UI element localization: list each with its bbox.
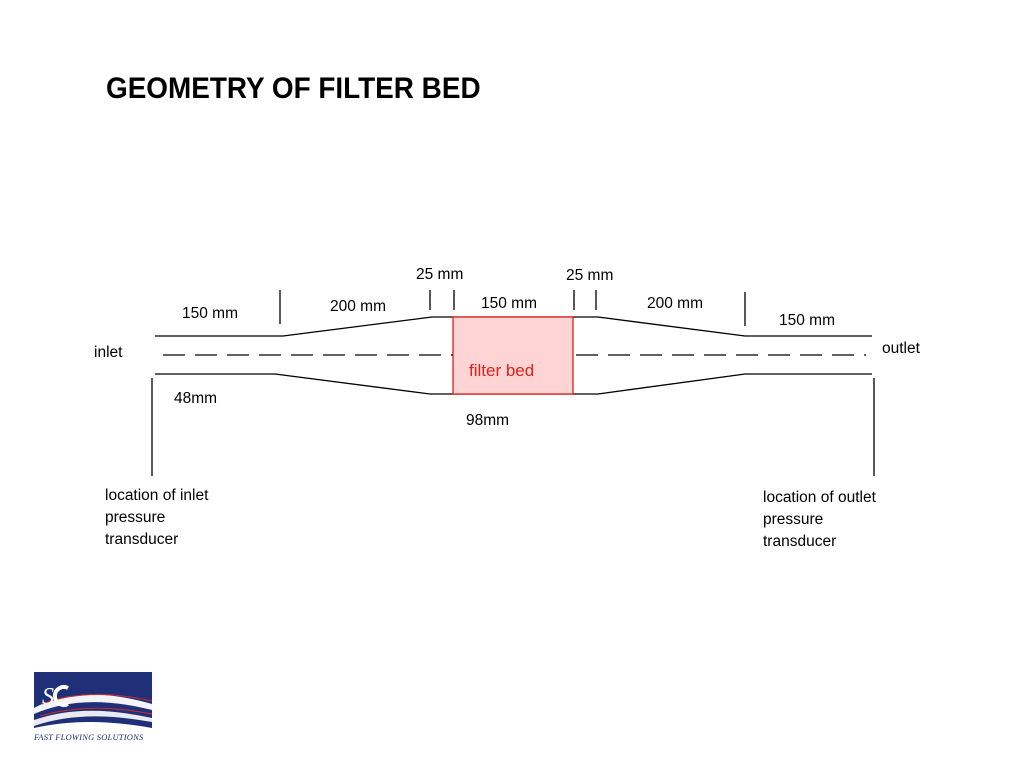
label-bed-length: 150 mm [481, 295, 537, 312]
label-inlet-taper: 200 mm [330, 298, 386, 315]
logo-monogram-s: S [42, 684, 54, 710]
outlet-transducer-line2: pressure [763, 511, 823, 528]
logo-monogram-c [52, 685, 69, 707]
fast-flowing-solutions-logo: S [34, 672, 153, 732]
outlet-transducer-line1: location of outlet [763, 489, 877, 506]
logo-accent-lines [41, 694, 153, 705]
label-inlet-straight: 150 mm [182, 305, 238, 322]
label-outlet-gap: 25 mm [566, 267, 613, 284]
inlet-transducer-line3: transducer [105, 531, 178, 548]
inlet-transducer-line2: pressure [105, 509, 165, 526]
outlet-transducer-line3: transducer [763, 533, 836, 550]
label-outlet: outlet [882, 340, 921, 357]
label-outlet-straight: 150 mm [779, 312, 835, 329]
filter-bed-box [452, 316, 574, 395]
slide-title: GEOMETRY OF FILTER BED [106, 72, 481, 105]
label-bed-diameter: 98mm [466, 412, 509, 429]
label-inlet-diameter: 48mm [174, 390, 217, 407]
label-outlet-taper: 200 mm [647, 295, 703, 312]
logo-flow-lines [34, 694, 152, 714]
label-inlet: inlet [94, 344, 123, 361]
label-inlet-gap: 25 mm [416, 266, 463, 283]
logo-caption: FAST FLOWING SOLUTIONS [34, 732, 144, 742]
label-filter-bed: filter bed [469, 361, 534, 380]
inlet-transducer-line1: location of inlet [105, 487, 209, 504]
